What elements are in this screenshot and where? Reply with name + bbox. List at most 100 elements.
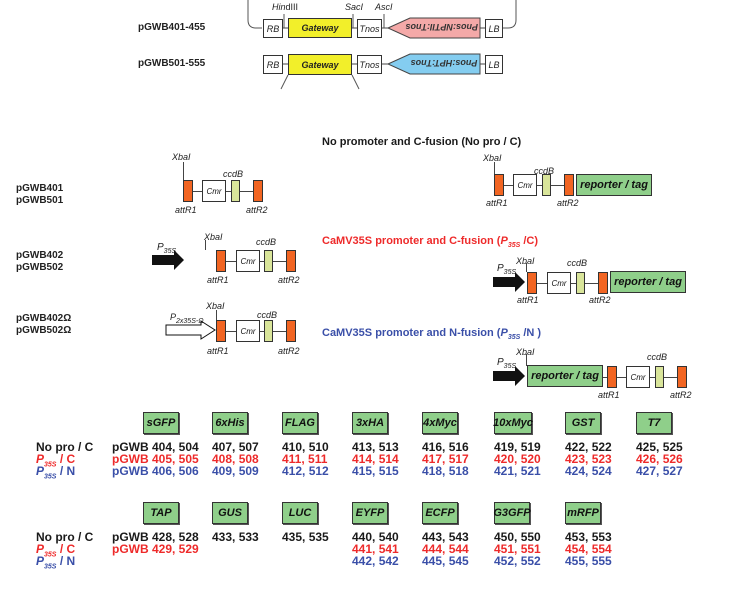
vector-number-cell: 421, 521 (494, 464, 541, 478)
cm-box: Cmr (626, 366, 650, 388)
p35s-arrow-icon (152, 250, 184, 270)
marker-label-hpt: Pnos:HPT:Tnos (410, 58, 478, 68)
vector-number-cell: 443, 543 (422, 530, 469, 544)
row-label-no-pro: No pro / C (36, 530, 94, 544)
attr2-box (286, 320, 296, 342)
tag-box-sgfp: sGFP (143, 412, 179, 434)
reporter-tag-box: reporter / tag (527, 365, 603, 387)
p35s-arrow-icon (493, 366, 525, 386)
marker-label-nptii: Pnos:NPTII:Tnos (405, 22, 479, 32)
tag-box-10xmyc: 10xMyc (493, 412, 533, 434)
p35s-arrow-icon (493, 272, 525, 292)
vector-number-cell: pGWB 406, 506 (112, 464, 199, 478)
row-label-p35s-c: P35S / C (36, 452, 76, 469)
tag-box-6xhis: 6xHis (212, 412, 248, 434)
site-asci: AscI (375, 2, 393, 12)
tag-box-ecfp: ECFP (422, 502, 458, 524)
vector-number-cell: 444, 544 (422, 542, 469, 556)
vector-number-cell: 419, 519 (494, 440, 541, 454)
tag-box-g3gfp: G3GFP (493, 502, 531, 524)
gateway-box: Gateway (288, 54, 352, 75)
attr2-label: attR2 (278, 275, 300, 285)
rb-box: RB (263, 19, 283, 38)
row-label-p35s-c: P35S / C (36, 542, 76, 559)
row-label-p35s-n: P35S / N (36, 464, 76, 481)
attr2-label: attR2 (246, 205, 268, 215)
vector-number-cell: 412, 512 (282, 464, 329, 478)
tag-box-flag: FLAG (282, 412, 318, 434)
vector-number-cell: 407, 507 (212, 440, 259, 454)
ccdb-label: ccdB (257, 310, 278, 320)
cm-box: Cmr (202, 180, 226, 202)
site-saci: SacI (345, 2, 364, 12)
ccdb-box (264, 320, 273, 342)
marker-arrow-nptii (386, 17, 481, 39)
vector-number-cell: 453, 553 (565, 530, 612, 544)
attr1-box (494, 174, 504, 196)
row-label-no-pro: No pro / C (36, 440, 94, 454)
tnos-box: Tnos (357, 19, 382, 38)
vector-number-cell: 426, 526 (636, 452, 683, 466)
vector-number-cell: pGWB 404, 504 (112, 440, 199, 454)
vector-backbone (247, 0, 517, 90)
attr2-box (253, 180, 263, 202)
vector-number-cell: pGWB 429, 529 (112, 542, 199, 556)
cm-box: Cmr (236, 320, 260, 342)
vector-number-cell: 410, 510 (282, 440, 329, 454)
tag-box-gus: GUS (212, 502, 248, 524)
ccdb-label: ccdB (223, 169, 244, 179)
attr2-box (286, 250, 296, 272)
vector-number-cell: 415, 515 (352, 464, 399, 478)
attr1-label: attR1 (517, 295, 539, 305)
vector-number-cell: 435, 535 (282, 530, 329, 544)
reporter-tag-box: reporter / tag (576, 174, 652, 196)
gateway-box: Gateway (288, 18, 352, 38)
ccdb-label: ccdB (256, 237, 277, 247)
vector-number-cell: 455, 555 (565, 554, 612, 568)
attr1-label: attR1 (207, 275, 229, 285)
attr1-box (183, 180, 193, 202)
reporter-tag-box: reporter / tag (610, 271, 686, 293)
vector-number-cell: 416, 516 (422, 440, 469, 454)
vector-number-cell: 441, 541 (352, 542, 399, 556)
vector-number-cell: 420, 520 (494, 452, 541, 466)
tag-box-tap: TAP (143, 502, 179, 524)
attr2-box (564, 174, 574, 196)
p2x35s-arrow-icon (165, 320, 216, 340)
vector-number-cell: 442, 542 (352, 554, 399, 568)
ccdb-box (576, 272, 585, 294)
p35s-label: P35S (497, 357, 517, 370)
attr2-label: attR2 (557, 198, 579, 208)
vector-number-cell: 452, 552 (494, 554, 541, 568)
attr1-box (216, 250, 226, 272)
xbal-label: XbaI (516, 347, 535, 357)
xbal-label: XbaI (206, 301, 225, 311)
vector-number-cell: 408, 508 (212, 452, 259, 466)
ccdb-label: ccdB (647, 352, 668, 362)
vector-number-cell: 418, 518 (422, 464, 469, 478)
vector-number-cell: 427, 527 (636, 464, 683, 478)
attr2-label: attR2 (589, 295, 611, 305)
vector-number-cell: 451, 551 (494, 542, 541, 556)
vector-number-cell: 423, 523 (565, 452, 612, 466)
ccdb-box (655, 366, 664, 388)
tag-box-mrfp: mRFP (565, 502, 601, 524)
attr2-box (677, 366, 687, 388)
ccdb-box (264, 250, 273, 272)
lb-box: LB (485, 19, 503, 38)
ccdb-box (231, 180, 240, 202)
attr1-label: attR1 (175, 205, 197, 215)
xbal-label: XbaI (483, 153, 502, 163)
vector-number-cell: 414, 514 (352, 452, 399, 466)
attr2-label: attR2 (278, 346, 300, 356)
heading-p35s-c: CaMV35S promoter and C-fusion (P35S /C) (322, 235, 539, 250)
vector-number-cell: 411, 511 (282, 452, 328, 466)
marker-arrow-hpt (386, 53, 481, 75)
attr1-label: attR1 (598, 390, 620, 400)
vector-number-cell: 417, 517 (422, 452, 469, 466)
vector-number-cell: pGWB 405, 505 (112, 452, 199, 466)
vector-number-cell: 445, 545 (422, 554, 469, 568)
vector-name-401: pGWB401-455 (138, 22, 206, 33)
